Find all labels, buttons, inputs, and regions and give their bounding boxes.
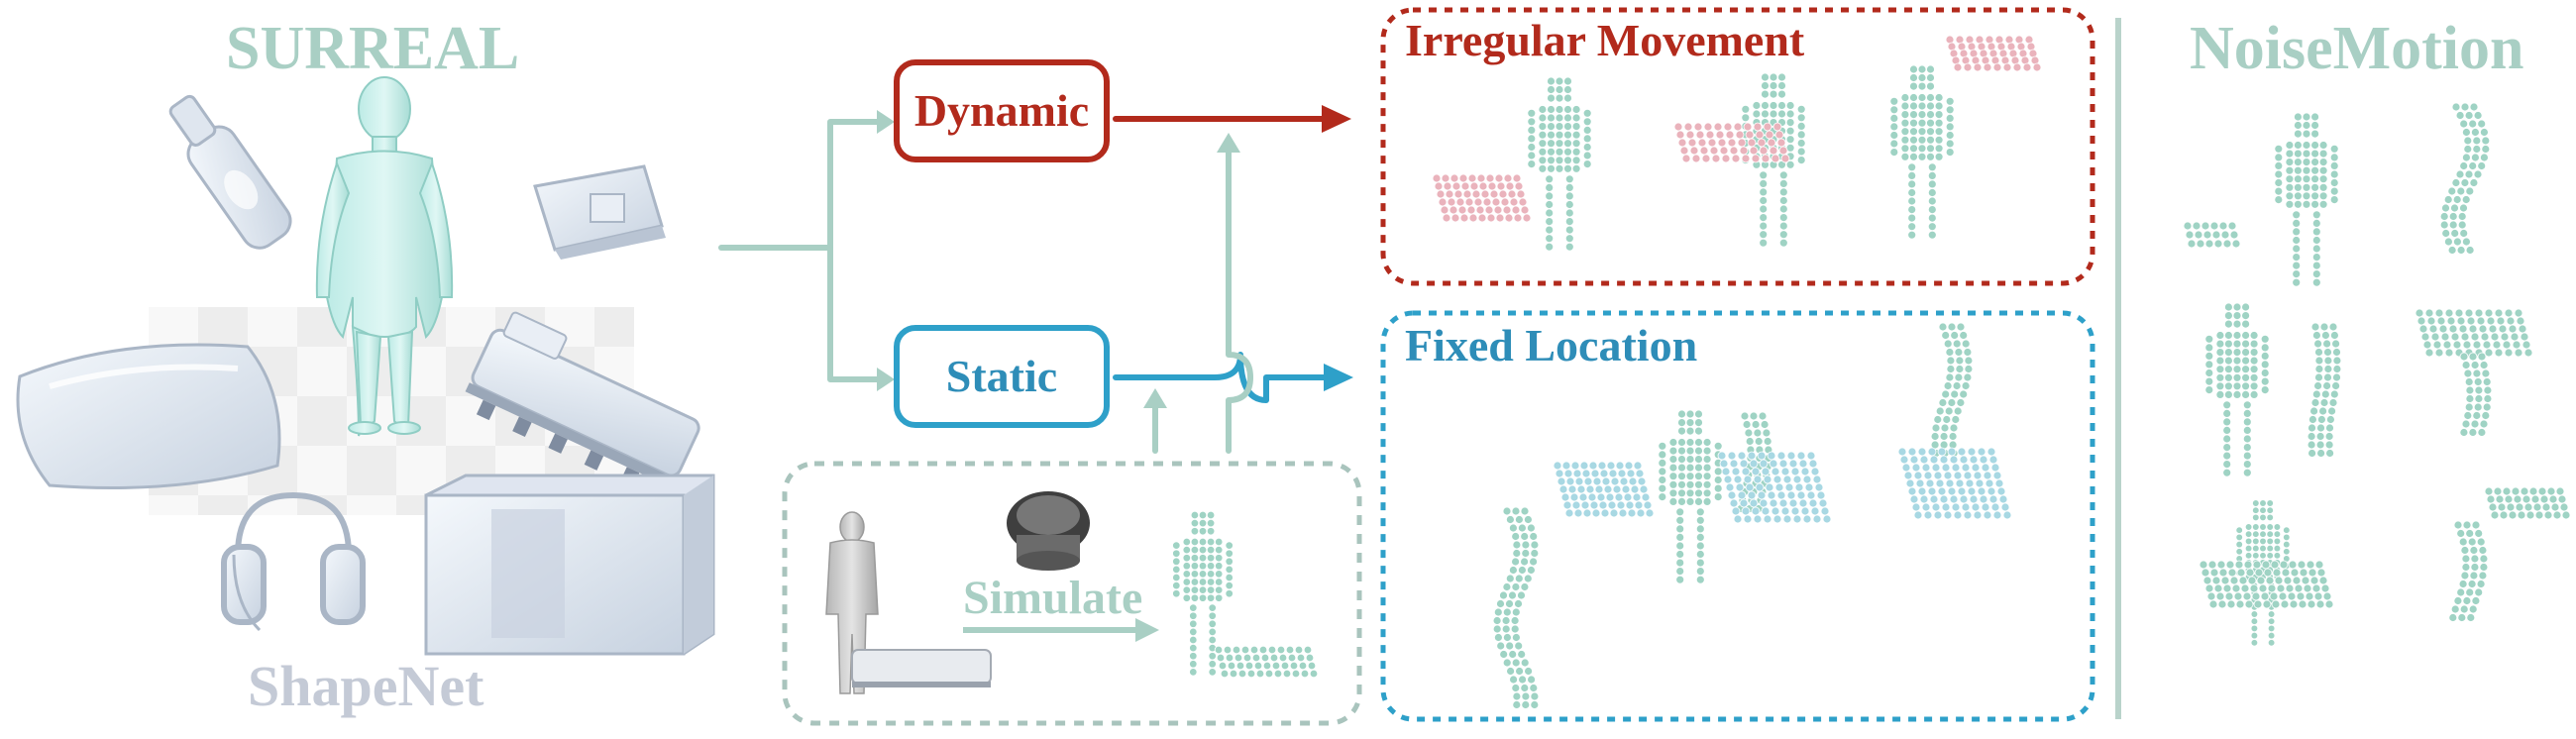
bottle-mesh-icon <box>168 94 292 250</box>
arrowhead-to-static <box>877 368 895 391</box>
source-datasets-panel <box>16 76 715 656</box>
arrowhead-to-dynamic <box>877 110 895 134</box>
point-cloud-human <box>1658 409 1723 584</box>
train-mesh-icon <box>465 311 700 500</box>
dynamic-node: Dynamic <box>894 59 1110 162</box>
human-mesh-icon <box>315 76 454 437</box>
irregular-movement-panel <box>1380 7 2095 286</box>
point-cloud-object <box>1553 461 1655 518</box>
point-cloud-column <box>1930 322 1974 458</box>
arrowhead-simulate-up-static <box>1143 388 1167 408</box>
point-cloud-object <box>2199 560 2334 609</box>
arrowhead-dynamic-out <box>1322 105 1351 133</box>
simulated-point-cloud <box>1172 510 1319 679</box>
point-cloud-object <box>1214 645 1319 679</box>
simulate-label: Simulate <box>963 572 1143 624</box>
surreal-title: SURREAL <box>226 15 520 82</box>
headphones-mesh-icon <box>221 491 366 632</box>
point-cloud-object <box>2415 308 2533 358</box>
arrow-static-out <box>1113 352 1331 403</box>
arrowhead-simulate-up-dynamic <box>1217 133 1240 153</box>
cabinet-mesh-icon <box>424 474 715 656</box>
point-cloud-object <box>1432 173 1532 223</box>
point-cloud-object <box>2484 486 2571 520</box>
simulate-box <box>782 461 1362 726</box>
engine-part-icon <box>1007 491 1090 571</box>
fixed-box <box>1380 310 2095 722</box>
shapenet-title: ShapeNet <box>248 654 484 718</box>
point-cloud-object <box>1945 35 2042 72</box>
irregular-point-clouds <box>1432 35 2042 252</box>
point-cloud-human <box>1172 510 1234 677</box>
point-cloud-human <box>2274 112 2339 287</box>
irregular-box <box>1380 7 2095 286</box>
point-cloud-column <box>2439 102 2491 255</box>
box-mesh-icon <box>533 164 666 260</box>
grey-human-icon <box>825 511 879 694</box>
point-cloud-object <box>1717 451 1832 524</box>
point-cloud-object <box>2183 221 2241 249</box>
point-cloud-column <box>2459 352 2493 437</box>
point-cloud-column <box>2307 322 2342 458</box>
grey-train-icon <box>851 649 992 687</box>
static-node: Static <box>894 325 1110 428</box>
connector-to-dynamic <box>827 119 880 251</box>
connector-to-static <box>827 245 880 382</box>
point-cloud-column <box>1492 506 1540 709</box>
irregular-movement-label: Irregular Movement <box>1405 15 1805 65</box>
point-cloud-human <box>2204 302 2270 477</box>
point-cloud-object <box>1897 447 2012 520</box>
point-cloud-column <box>2448 520 2489 622</box>
arrowhead-static-out <box>1324 364 1353 391</box>
point-cloud-object <box>1673 122 1790 163</box>
connector-simulate-up-dynamic <box>1226 146 1253 454</box>
connectors <box>718 105 1353 454</box>
fixed-point-clouds <box>1492 322 2012 709</box>
point-cloud-human <box>1527 76 1592 252</box>
noisemotion-point-clouds <box>2183 102 2571 647</box>
pillow-mesh-icon <box>16 343 281 489</box>
fixed-location-panel <box>1380 310 2095 722</box>
point-cloud-human <box>1889 64 1955 240</box>
simulate-arrowhead <box>1135 618 1159 642</box>
fixed-location-label: Fixed Location <box>1405 320 1698 370</box>
noisemotion-title: NoiseMotion <box>2190 15 2524 82</box>
simulate-panel <box>782 461 1362 726</box>
